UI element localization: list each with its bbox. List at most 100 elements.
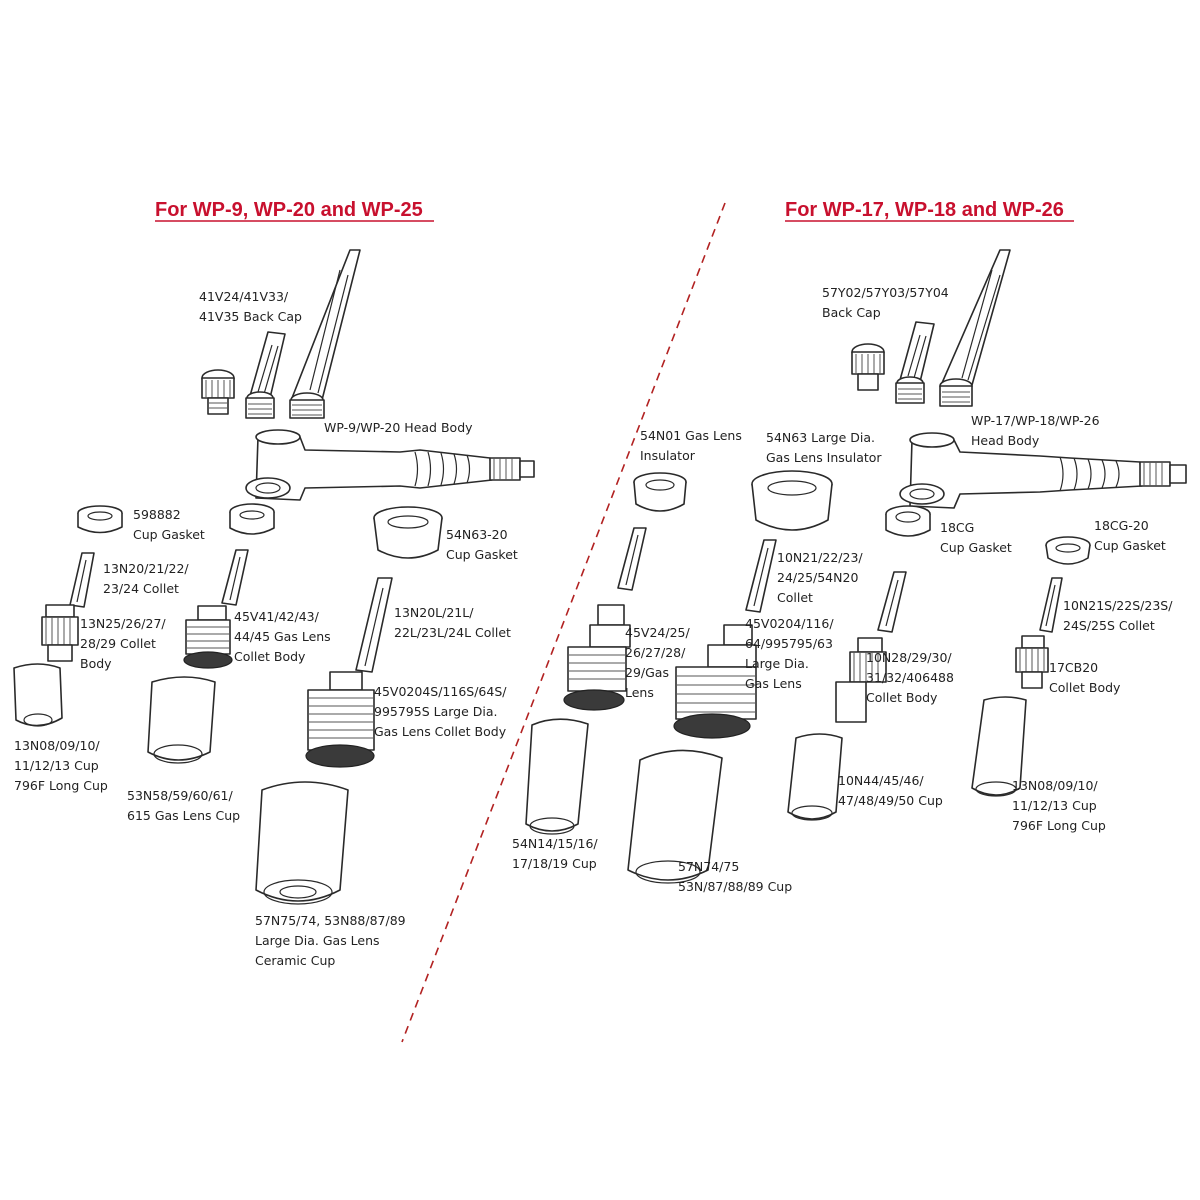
svg-text:24/25/54N20: 24/25/54N20 — [777, 570, 858, 585]
svg-text:23/24 Collet: 23/24 Collet — [103, 581, 179, 596]
svg-text:54N63 Large Dia.: 54N63 Large Dia. — [766, 430, 875, 445]
label-left-collet: 13N20/21/22/ 23/24 Collet — [103, 561, 189, 596]
svg-text:Collet Body: Collet Body — [1049, 680, 1121, 695]
right-gas-lens-insulator — [633, 472, 687, 512]
svg-text:615 Gas Lens Cup: 615 Gas Lens Cup — [127, 808, 240, 823]
svg-text:44/45 Gas Lens: 44/45 Gas Lens — [234, 629, 331, 644]
right-back-cap-short — [895, 321, 935, 404]
svg-text:18CG-20: 18CG-20 — [1094, 518, 1149, 533]
svg-text:Back Cap: Back Cap — [822, 305, 881, 320]
svg-text:Large Dia. Gas Lens: Large Dia. Gas Lens — [255, 933, 380, 948]
svg-text:Body: Body — [80, 656, 112, 671]
svg-text:Lens: Lens — [625, 685, 654, 700]
left-cup-gasket — [77, 505, 123, 534]
svg-text:53N58/59/60/61/: 53N58/59/60/61/ — [127, 788, 234, 803]
right-cup-gasket-20 — [1045, 536, 1091, 565]
left-large-cup-gasket — [373, 506, 443, 559]
right-cup-57n — [627, 749, 723, 884]
svg-text:54N01 Gas Lens: 54N01 Gas Lens — [640, 428, 742, 443]
svg-text:10N28/29/30/: 10N28/29/30/ — [866, 650, 952, 665]
svg-text:24S/25S Collet: 24S/25S Collet — [1063, 618, 1155, 633]
left-gas-lens-collet-body — [183, 605, 233, 669]
label-left-long-collet: 13N20L/21L/ 22L/23L/24L Collet — [394, 605, 511, 640]
svg-text:13N25/26/27/: 13N25/26/27/ — [80, 616, 166, 631]
svg-text:13N20L/21L/: 13N20L/21L/ — [394, 605, 474, 620]
svg-text:Gas Lens Collet Body: Gas Lens Collet Body — [374, 724, 507, 739]
left-collet — [69, 552, 95, 608]
left-cup — [13, 663, 63, 727]
label-right-head-body: WP-17/WP-18/WP-26 Head Body — [971, 413, 1100, 448]
left-collet-body — [41, 604, 79, 662]
label-right-back-cap: 57Y02/57Y03/57Y04 Back Cap — [822, 285, 949, 320]
svg-text:WP-17/WP-18/WP-26: WP-17/WP-18/WP-26 — [971, 413, 1100, 428]
svg-text:17/18/19 Cup: 17/18/19 Cup — [512, 856, 597, 871]
label-left-back-cap: 41V24/41V33/ 41V35 Back Cap — [199, 289, 302, 324]
left-large-ceramic-cup — [255, 781, 349, 905]
svg-text:54N63-20: 54N63-20 — [446, 527, 508, 542]
label-left-collet-body: 13N25/26/27/ 28/29 Collet Body — [80, 616, 166, 671]
label-left-large-ceramic-cup: 57N75/74, 53N88/87/89 Large Dia. Gas Len… — [255, 913, 406, 968]
svg-text:11/12/13 Cup: 11/12/13 Cup — [14, 758, 99, 773]
right-collet — [745, 539, 777, 613]
svg-text:Large Dia.: Large Dia. — [745, 656, 809, 671]
right-gas-lens-collet — [617, 527, 647, 591]
label-right-cup-gasket-20: 18CG-20 Cup Gasket — [1094, 518, 1166, 553]
label-right-collet-body: 10N28/29/30/ 31/32/406488 Collet Body — [866, 650, 954, 705]
svg-text:18CG: 18CG — [940, 520, 974, 535]
svg-text:57Y02/57Y03/57Y04: 57Y02/57Y03/57Y04 — [822, 285, 949, 300]
svg-text:Gas Lens: Gas Lens — [745, 676, 802, 691]
svg-text:26/27/28/: 26/27/28/ — [625, 645, 686, 660]
left-large-gas-lens-collet-body — [305, 671, 375, 768]
right-cup-10n — [787, 733, 843, 821]
svg-text:45V41/42/43/: 45V41/42/43/ — [234, 609, 320, 624]
left-head-body — [245, 429, 535, 501]
svg-text:64/995795/63: 64/995795/63 — [745, 636, 833, 651]
svg-text:Collet Body: Collet Body — [234, 649, 306, 664]
svg-text:Cup Gasket: Cup Gasket — [1094, 538, 1166, 553]
section-divider — [401, 202, 726, 1043]
svg-text:Cup Gasket: Cup Gasket — [940, 540, 1012, 555]
label-left-head-body: WP-9/WP-20 Head Body — [324, 420, 473, 435]
label-left-large-gas-lens-collet-body: 45V0204S/116S/64S/ 995795S Large Dia. Ga… — [374, 684, 507, 739]
svg-text:31/32/406488: 31/32/406488 — [866, 670, 954, 685]
svg-text:41V24/41V33/: 41V24/41V33/ — [199, 289, 289, 304]
label-right-large-insulator: 54N63 Large Dia. Gas Lens Insulator — [766, 430, 882, 465]
svg-text:796F Long Cup: 796F Long Cup — [14, 778, 108, 793]
label-right-cup-gasket: 18CG Cup Gasket — [940, 520, 1012, 555]
right-large-gas-lens — [673, 624, 757, 739]
svg-text:Gas Lens Insulator: Gas Lens Insulator — [766, 450, 882, 465]
svg-text:45V24/25/: 45V24/25/ — [625, 625, 690, 640]
svg-text:53N/87/88/89 Cup: 53N/87/88/89 Cup — [678, 879, 792, 894]
svg-text:13N08/09/10/: 13N08/09/10/ — [1012, 778, 1098, 793]
svg-text:41V35 Back Cap: 41V35 Back Cap — [199, 309, 302, 324]
label-right-cup-57n: 57N74/75 53N/87/88/89 Cup — [678, 859, 792, 894]
svg-text:10N21S/22S/23S/: 10N21S/22S/23S/ — [1063, 598, 1173, 613]
left-section-title: For WP-9, WP-20 and WP-25 — [155, 199, 423, 221]
label-right-large-gas-lens: 45V0204/116/ 64/995795/63 Large Dia. Gas… — [745, 616, 834, 691]
svg-text:Cup Gasket: Cup Gasket — [133, 527, 205, 542]
right-section-title: For WP-17, WP-18 and WP-26 — [785, 199, 1064, 221]
svg-text:45V0204/116/: 45V0204/116/ — [745, 616, 834, 631]
label-left-large-cup-gasket: 54N63-20 Cup Gasket — [446, 527, 518, 562]
right-cup-13n — [971, 696, 1027, 797]
svg-text:47/48/49/50 Cup: 47/48/49/50 Cup — [838, 793, 943, 808]
right-gas-lens — [563, 604, 631, 711]
label-right-cup-54n: 54N14/15/16/ 17/18/19 Cup — [512, 836, 598, 871]
label-right-collet: 10N21/22/23/ 24/25/54N20 Collet — [777, 550, 863, 605]
right-back-cap-button — [851, 343, 885, 391]
left-back-cap-button — [201, 369, 235, 415]
svg-text:Collet: Collet — [777, 590, 813, 605]
svg-text:Insulator: Insulator — [640, 448, 696, 463]
right-collet-body-collet — [877, 571, 907, 633]
svg-text:57N74/75: 57N74/75 — [678, 859, 739, 874]
label-right-cup-13n: 13N08/09/10/ 11/12/13 Cup 796F Long Cup — [1012, 778, 1106, 833]
label-right-gas-lens-insulator: 54N01 Gas Lens Insulator — [640, 428, 742, 463]
svg-text:45V0204S/116S/64S/: 45V0204S/116S/64S/ — [374, 684, 507, 699]
svg-text:995795S Large Dia.: 995795S Large Dia. — [374, 704, 498, 719]
label-right-collet-body-17: 17CB20 Collet Body — [1049, 660, 1121, 695]
right-collet-s — [1039, 577, 1063, 633]
left-back-cap-long — [289, 249, 361, 419]
svg-text:17CB20: 17CB20 — [1049, 660, 1098, 675]
svg-text:10N44/45/46/: 10N44/45/46/ — [838, 773, 924, 788]
